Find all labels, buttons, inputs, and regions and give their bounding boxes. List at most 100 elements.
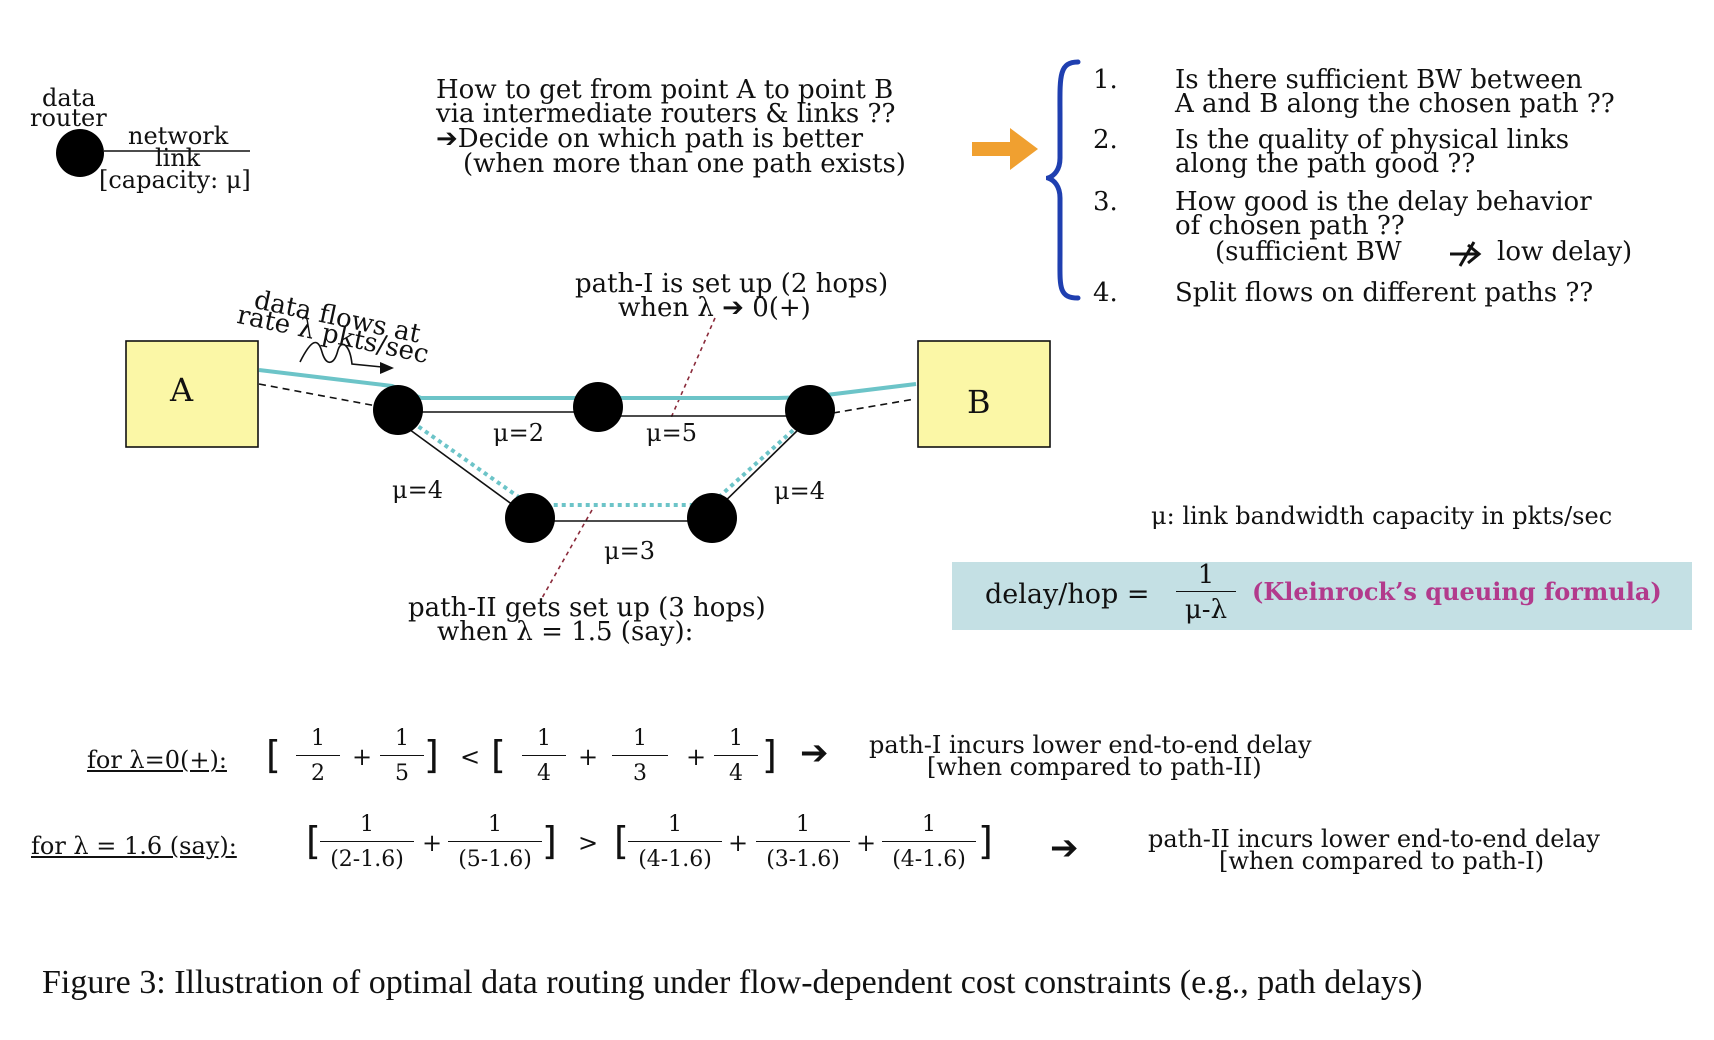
link-label-top-left: μ=2 [493, 419, 544, 447]
path2-label-1: path-II gets set up (3 hops) [408, 593, 766, 623]
criterion-3-line-3b: low delay) [1497, 237, 1633, 267]
criterion-1-line-2: A and B along the chosen path ?? [1175, 89, 1615, 119]
router-legend-label-2: router [30, 104, 107, 132]
path1-label-1: path-I is set up (2 hops) [575, 269, 889, 299]
comparison-1-left-open-bracket: [ [266, 733, 281, 777]
plus-sign: + [578, 743, 599, 771]
comparison-2-left-term-2: 1 (5-1.6) [448, 813, 542, 872]
node-b-label: B [967, 383, 991, 421]
plus-sign: + [352, 743, 373, 771]
criterion-2-line-2: along the path good ?? [1175, 149, 1476, 179]
comparison-2-right-close-bracket: ] [978, 819, 993, 863]
flow-arrow-icon [299, 341, 393, 369]
denominator: (4-1.6) [638, 847, 712, 872]
link-legend-label-2: link [155, 144, 201, 172]
path1-label-2: when λ ➔ 0(+) [618, 293, 811, 323]
formula-fraction: 1 μ-λ [1176, 560, 1236, 623]
formula-name: (Kleinrock’s queuing formula) [1252, 577, 1662, 606]
comparison-2-right-term-1: 1 (4-1.6) [628, 813, 722, 872]
denominator: 4 [729, 761, 743, 786]
criterion-2-number: 2. [1093, 125, 1118, 155]
criterion-4-line-1: Split flows on different paths ?? [1175, 278, 1594, 308]
criterion-3-line-3a: (sufficient BW [1215, 237, 1402, 267]
numerator: 1 [796, 812, 810, 837]
comparison-1-right-open-bracket: [ [491, 733, 506, 777]
numerator: 1 [633, 726, 647, 751]
question-line-4: (when more than one path exists) [463, 149, 906, 179]
mu-definition: μ: link bandwidth capacity in pkts/sec [1151, 502, 1613, 530]
comparison-1-result-2: [when compared to path-II) [927, 753, 1262, 781]
criterion-3-line-2: of chosen path ?? [1175, 211, 1405, 241]
comparison-2-right-term-2: 1 (3-1.6) [756, 813, 850, 872]
question-line-1: How to get from point A to point B [436, 75, 894, 105]
path1-pointer [669, 317, 716, 421]
plus-sign: + [422, 829, 443, 857]
comparison-2-label: for λ = 1.6 (say): [31, 832, 237, 860]
numerator: 1 [668, 812, 682, 837]
kleinrock-formula-box [952, 562, 1692, 630]
not-implies-icon [1450, 241, 1482, 267]
comparison-2-result-1: path-II incurs lower end-to-end delay [1148, 825, 1600, 853]
a-dashed-link [258, 383, 383, 408]
criterion-3-number: 3. [1093, 187, 1118, 217]
question-line-2: via intermediate routers & links ?? [436, 99, 896, 129]
comparison-1-arrow-icon: ➔ [800, 733, 829, 773]
network-diagram [125, 317, 1051, 599]
denominator: 3 [633, 761, 647, 786]
path2-highlight [410, 420, 802, 507]
link-legend-label-1: network [128, 122, 229, 150]
denominator: (5-1.6) [458, 847, 532, 872]
router-4 [505, 493, 555, 543]
numerator: 1 [311, 726, 325, 751]
numerator: 1 [395, 726, 409, 751]
numerator: 1 [537, 726, 551, 751]
numerator: 1 [922, 812, 936, 837]
criterion-4-number: 4. [1093, 278, 1118, 308]
link-lower-left [401, 423, 529, 517]
router-2 [573, 382, 623, 432]
figure-caption: Figure 3: Illustration of optimal data r… [42, 964, 1423, 1001]
node-b-box [917, 340, 1051, 448]
comparison-2-left-close-bracket: ] [542, 819, 557, 863]
comparison-2-left-term-1: 1 (2-1.6) [320, 813, 414, 872]
orange-arrow-icon [972, 128, 1038, 170]
comparison-1-result-1: path-I incurs lower end-to-end delay [869, 731, 1312, 759]
formula-numerator: 1 [1197, 560, 1215, 590]
denominator: 4 [537, 761, 551, 786]
comparison-2-result-2: [when compared to path-I) [1219, 847, 1545, 875]
denominator: (4-1.6) [892, 847, 966, 872]
comparison-1-operator: < [460, 743, 481, 771]
comparison-2-right-term-3: 1 (4-1.6) [882, 813, 976, 872]
comparison-1-label: for λ=0(+): [87, 746, 227, 774]
plus-sign: + [856, 829, 877, 857]
denominator: 5 [395, 761, 409, 786]
router-5 [687, 493, 737, 543]
denominator: 2 [311, 761, 325, 786]
formula-lhs: delay/hop = [985, 579, 1150, 610]
question-line-3: ➔Decide on which path is better [436, 124, 864, 154]
numerator: 1 [488, 812, 502, 837]
legend-graphic [56, 129, 250, 177]
brace-icon [1046, 59, 1081, 301]
router-node-icon [56, 129, 104, 177]
comparison-1-right-close-bracket: ] [762, 733, 777, 777]
numerator: 1 [360, 812, 374, 837]
router-legend-label-1: data [42, 84, 96, 112]
path2-pointer [541, 509, 593, 599]
node-a-box [125, 340, 259, 448]
plus-sign: + [686, 743, 707, 771]
comparison-2-operator: > [578, 829, 599, 857]
denominator: (3-1.6) [766, 847, 840, 872]
denominator: (2-1.6) [330, 847, 404, 872]
link-label-lower-left: μ=4 [392, 476, 443, 504]
plus-sign: + [728, 829, 749, 857]
path2-label-2: when λ = 1.5 (say): [437, 617, 694, 647]
criterion-1-line-1: Is there sufficient BW between [1175, 65, 1583, 95]
link-label-bottom: μ=3 [604, 537, 655, 565]
criterion-2-line-1: Is the quality of physical links [1175, 125, 1570, 155]
comparison-2-right-open-bracket: [ [614, 819, 629, 863]
